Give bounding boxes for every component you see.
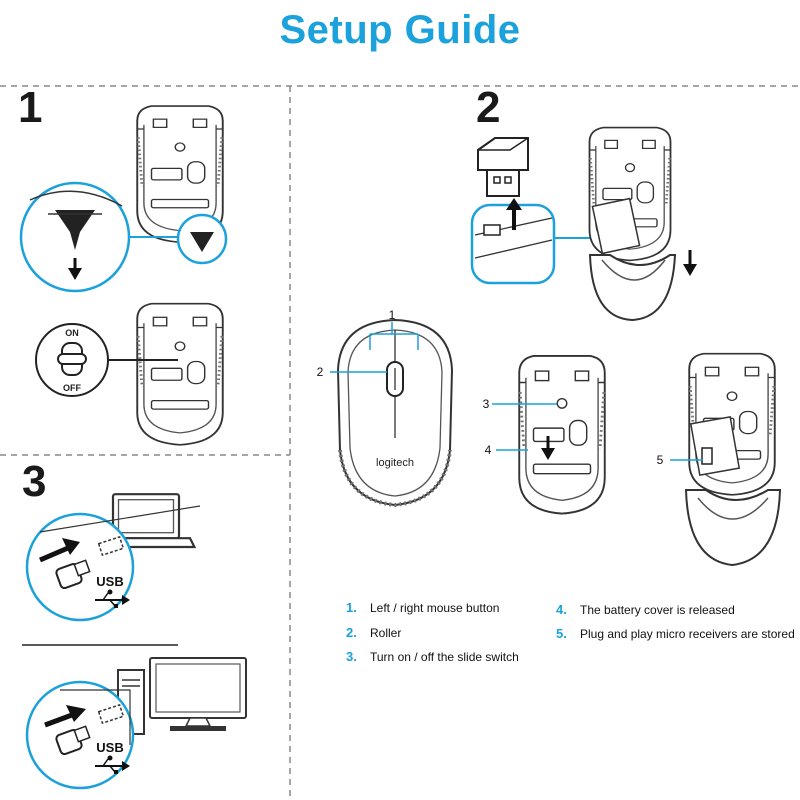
legend-item-5: 5. Plug and play micro receivers are stor… <box>556 626 795 641</box>
callout-3: 3 <box>483 397 490 411</box>
legend-text: The battery cover is released <box>580 603 735 617</box>
legend-number: 3. <box>346 649 357 664</box>
step1-mouse-bottom <box>135 302 225 447</box>
step3-plug-arrow-icon <box>39 505 201 563</box>
callout-4: 4 <box>485 443 492 457</box>
legend-text: Roller <box>370 626 402 640</box>
callout-5: 5 <box>657 453 664 467</box>
receiver-lift-arrow-icon <box>474 198 553 259</box>
legend-number: 2. <box>346 625 357 640</box>
legend-number: 4. <box>556 602 567 617</box>
usb-receiver-icon <box>55 559 91 590</box>
step1-release-arrow-icon <box>29 190 123 280</box>
switch-off-label: OFF <box>63 383 81 393</box>
step3-plug-arrow-desktop-icon <box>44 689 131 756</box>
legend-item-1: 1. Left / right mouse button <box>346 600 499 615</box>
micro-receiver-icon <box>477 137 529 197</box>
battery-release-arrow-icon <box>541 436 555 460</box>
step1-small-arrow-icon <box>190 232 214 252</box>
mouse-bottom-view-receiver <box>684 352 782 567</box>
callout-2: 2 <box>317 365 324 379</box>
usb-symbol-desktop-icon <box>95 755 130 774</box>
callout-lines-1-2 <box>330 322 419 373</box>
legend-text: Left / right mouse button <box>370 601 500 615</box>
usb-symbol-icon <box>95 589 130 608</box>
page-title: Setup Guide <box>279 8 521 52</box>
step3-desktop-icon <box>117 657 247 735</box>
usb-label: USB <box>96 574 123 589</box>
legend-text: Turn on / off the slide switch <box>370 650 519 664</box>
step-number-3: 3 <box>22 457 46 506</box>
callout-1: 1 <box>389 308 396 322</box>
step2-mouse-open <box>588 126 677 322</box>
step-number-1: 1 <box>18 83 42 132</box>
mouse-top-view <box>336 318 454 508</box>
legend-item-2: 2. Roller <box>346 625 401 640</box>
brand-logo: logitech <box>376 457 414 469</box>
step-number-2: 2 <box>476 83 500 132</box>
legend-item-3: 3. Turn on / off the slide switch <box>346 649 519 664</box>
usb-label-desktop: USB <box>96 740 123 755</box>
switch-on-label: ON <box>65 328 79 338</box>
legend-number: 5. <box>556 626 567 641</box>
legend-item-4: 4. The battery cover is released <box>556 602 735 617</box>
mouse-bottom-view-switch <box>517 354 607 516</box>
step2-down-arrow-icon <box>683 250 697 276</box>
legend-number: 1. <box>346 600 357 615</box>
legend-text: Plug and play micro receivers are stored <box>580 627 795 641</box>
